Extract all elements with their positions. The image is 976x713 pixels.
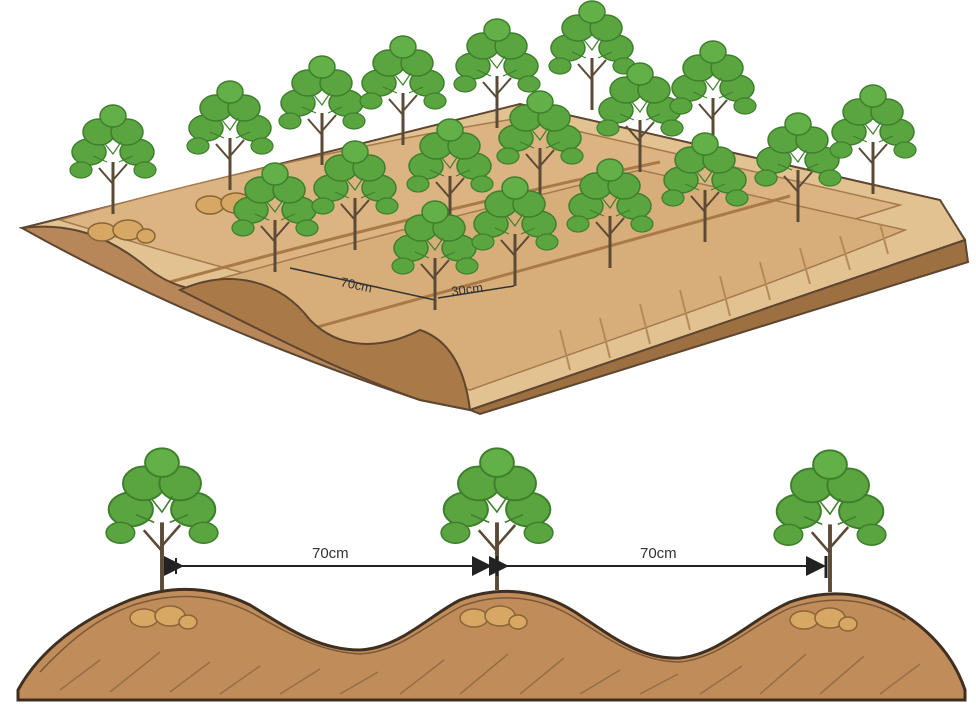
soil-profile <box>18 589 965 700</box>
plant-icon <box>106 448 218 590</box>
spacing-label-right: 70cm <box>640 545 677 562</box>
ridge-cross-section-view: 70cm 70cm <box>18 448 965 700</box>
plant-icon <box>774 450 886 592</box>
field-perspective-view: 70cm 30cm <box>22 1 968 414</box>
plant-icon <box>670 41 756 150</box>
spacing-label-left: 70cm <box>312 545 349 562</box>
